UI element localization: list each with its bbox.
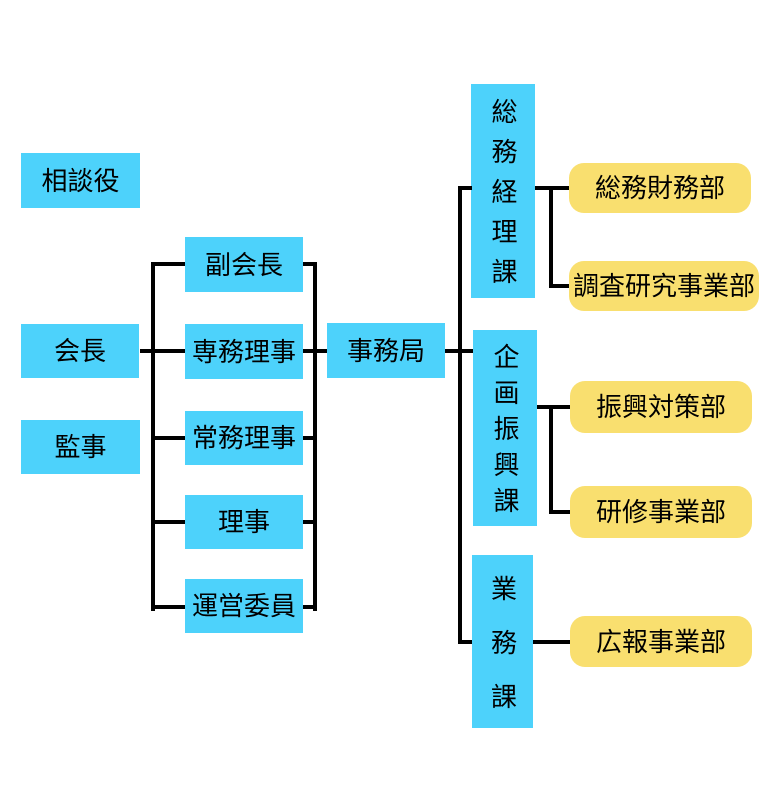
connector-stub — [537, 405, 570, 409]
section-label: 企画振興課 — [490, 343, 520, 523]
node-operations-section: 業務課 — [472, 555, 533, 737]
connector-stub — [303, 520, 317, 524]
node-research-study-dept: 調査研究事業部 — [569, 261, 759, 311]
node-promotion-measures-dept: 振興対策部 — [570, 381, 752, 433]
connector-stub — [151, 605, 185, 609]
connector-chairman-row — [140, 349, 185, 353]
connector-sub-trunk — [549, 186, 553, 288]
connector-stub — [458, 640, 472, 644]
connector-sub-trunk — [549, 405, 553, 514]
connector-secretariat-left — [303, 349, 327, 353]
section-label: 業務課 — [487, 574, 518, 737]
node-training-business-dept: 研修事業部 — [570, 486, 752, 538]
connector-stub — [458, 186, 472, 190]
node-director: 理事 — [185, 495, 303, 549]
node-public-relations-dept: 広報事業部 — [570, 616, 752, 667]
node-advisor: 相談役 — [21, 153, 140, 208]
node-auditor: 監事 — [21, 420, 140, 474]
node-steering-committee: 運営委員 — [185, 579, 303, 633]
connector-sections-trunk — [458, 186, 462, 644]
node-general-affairs-finance-dept: 総務財務部 — [569, 163, 751, 213]
node-general-affairs-accounting-section: 総務経理課 — [471, 84, 535, 298]
connector-stub — [549, 510, 570, 514]
connector-stub — [303, 605, 317, 609]
connector-stub — [303, 436, 317, 440]
connector-stub — [151, 436, 185, 440]
section-label: 総務経理課 — [488, 98, 518, 298]
node-senior-executive-director: 専務理事 — [185, 324, 303, 379]
connector-stub — [549, 284, 569, 288]
node-vice-chairman: 副会長 — [185, 237, 303, 292]
node-chairman: 会長 — [21, 324, 139, 378]
connector-stub — [151, 262, 185, 266]
connector-stub — [151, 520, 185, 524]
node-planning-promotion-section: 企画振興課 — [473, 330, 537, 526]
connector-stub — [303, 262, 317, 266]
connector-stub — [533, 640, 570, 644]
node-secretariat: 事務局 — [327, 323, 445, 378]
node-managing-director: 常務理事 — [185, 411, 303, 465]
